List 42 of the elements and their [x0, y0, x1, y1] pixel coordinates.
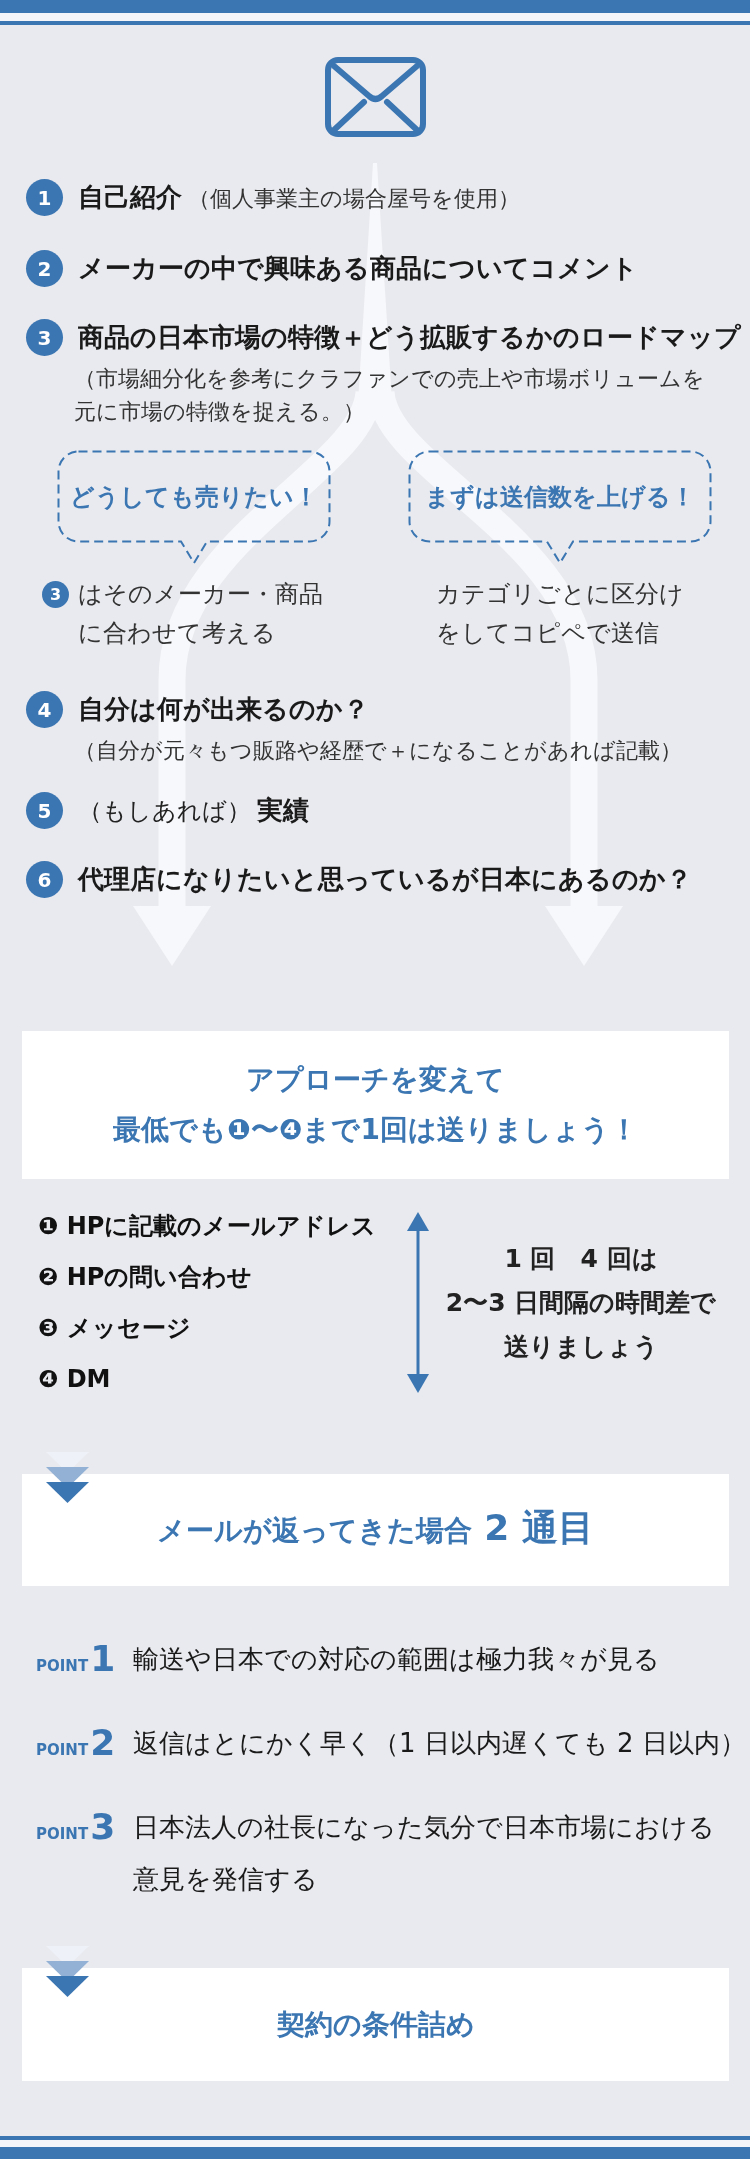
- point-text: 日本法人の社長になった気分で日本市場における意見を発信する: [133, 1811, 716, 1896]
- item-heading: 自己紹介: [78, 180, 182, 214]
- number-badge: 6: [26, 861, 63, 898]
- bubble-text: まずは送信数を上げる！: [425, 481, 695, 513]
- step-panel: [22, 1968, 729, 2081]
- point-number: 2: [90, 1725, 116, 1761]
- number-badge: 3: [42, 581, 69, 608]
- number-badge: 2: [26, 250, 63, 287]
- point-number: 3: [90, 1809, 116, 1845]
- bubble-text: どうしても売りたい！: [70, 481, 318, 513]
- point-text: 返信はとにかく早く（1 日以内遅くても 2 日以内）: [133, 1727, 746, 1760]
- point-number: 1: [90, 1641, 116, 1677]
- panel-title: アプローチを変えて最低でも❶〜❹まで1回は送りましょう！: [113, 1062, 638, 1148]
- point-text: 輸送や日本での対応の範囲は極力我々が見る: [133, 1643, 660, 1676]
- item-heading: 実績: [257, 793, 309, 827]
- item-note: （個人事業主の場合屋号を使用）: [188, 184, 520, 213]
- number-badge: 3: [26, 319, 63, 356]
- channel-item: ❹ DM: [38, 1365, 111, 1393]
- speech-bubble: [57, 450, 331, 566]
- panel-count: 2 通目: [484, 1506, 594, 1550]
- item-heading: 商品の日本市場の特徴＋どう拡販するかのロードマップ: [78, 320, 741, 354]
- item-note: （もしあれば）: [78, 795, 251, 827]
- number-badge: 5: [26, 792, 63, 829]
- channel-item: ❷ HPの問い合わせ: [38, 1262, 253, 1293]
- number-badge: 4: [26, 691, 63, 728]
- interval-note: 1 回 4 回は2〜3 日間隔の時間差で送りましょう: [445, 1243, 717, 1363]
- point-tag: POINT: [36, 1825, 89, 1843]
- point-tag: POINT: [36, 1657, 89, 1675]
- number-badge: 1: [26, 179, 63, 216]
- caption-text: カテゴリごとに区分けをしてコピペで送信: [436, 579, 685, 649]
- caption-text: はそのメーカー・商品に合わせて考える: [78, 579, 324, 649]
- step-panel: [22, 1474, 729, 1586]
- item-note: （市場細分化を参考にクラファンでの売上や市場ボリュームを元に市場の特徴を捉える。）: [74, 365, 706, 426]
- panel-title: メールが返ってきた場合: [157, 1513, 473, 1549]
- item-heading: メーカーの中で興味ある商品についてコメント: [78, 251, 638, 285]
- channel-item: ❶ HPに記載のメールアドレス: [38, 1211, 377, 1242]
- item-heading: 自分は何が出来るのか？: [78, 692, 369, 726]
- panel-title: 契約の条件詰め: [276, 2006, 475, 2043]
- channel-item: ❸ メッセージ: [38, 1313, 191, 1344]
- item-note: （自分が元々もつ販路や経歴で＋になることがあれば記載）: [74, 737, 682, 765]
- item-heading: 代理店になりたいと思っているが日本にあるのか？: [78, 862, 692, 896]
- point-tag: POINT: [36, 1741, 89, 1759]
